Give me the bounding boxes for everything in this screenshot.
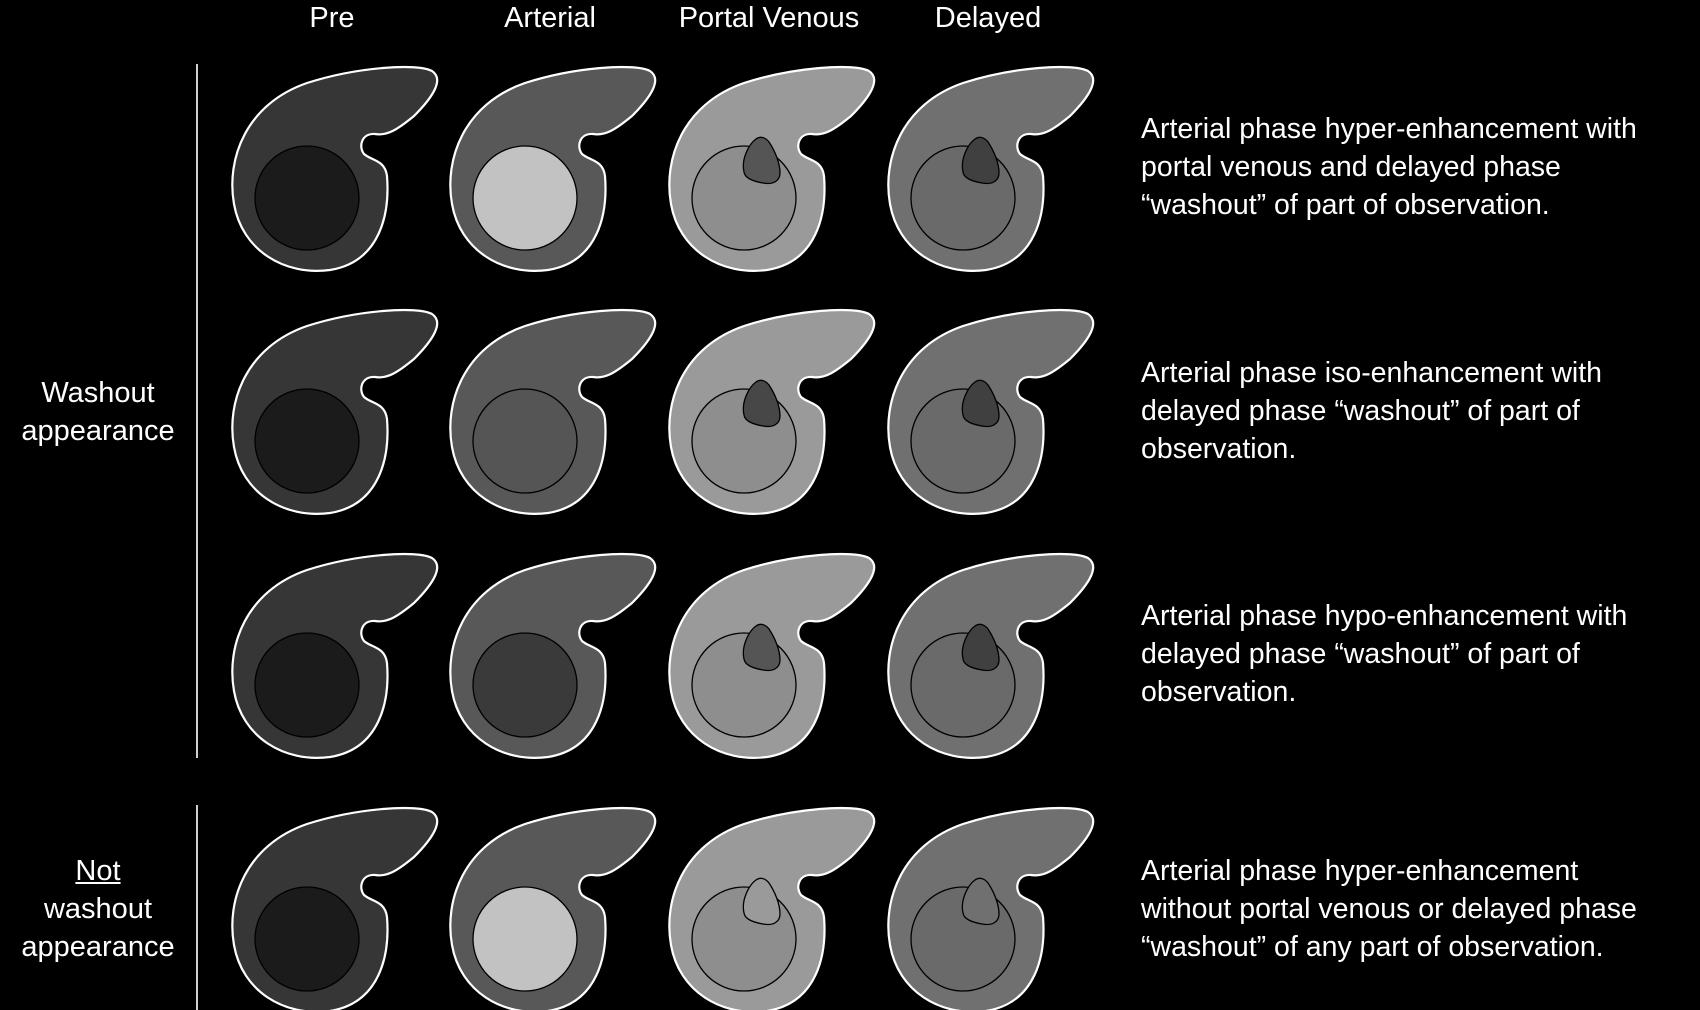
liver-portal-venous-row-3 <box>669 554 874 758</box>
lesion-observation <box>255 633 359 737</box>
lesion-observation <box>473 633 577 737</box>
liver-pre-row-3 <box>232 554 437 758</box>
lesion-observation <box>255 146 359 250</box>
lesion-observation <box>255 389 359 493</box>
lesion-observation <box>473 146 577 250</box>
lesion-observation <box>473 389 577 493</box>
liver-delayed-row-1 <box>888 67 1093 271</box>
liver-delayed-row-3 <box>888 554 1093 758</box>
liver-arterial-row-1 <box>450 67 655 271</box>
liver-portal-venous-row-1 <box>669 67 874 271</box>
lesion-observation <box>255 887 359 991</box>
liver-pre-row-4 <box>232 808 437 1010</box>
liver-arterial-row-2 <box>450 310 655 514</box>
lesion-observation <box>473 887 577 991</box>
liver-arterial-row-4 <box>450 808 655 1010</box>
liver-portal-venous-row-2 <box>669 310 874 514</box>
liver-delayed-row-2 <box>888 310 1093 514</box>
liver-portal-venous-row-4 <box>669 808 874 1010</box>
liver-delayed-row-4 <box>888 808 1093 1010</box>
liver-arterial-row-3 <box>450 554 655 758</box>
liver-pre-row-2 <box>232 310 437 514</box>
liver-pre-row-1 <box>232 67 437 271</box>
